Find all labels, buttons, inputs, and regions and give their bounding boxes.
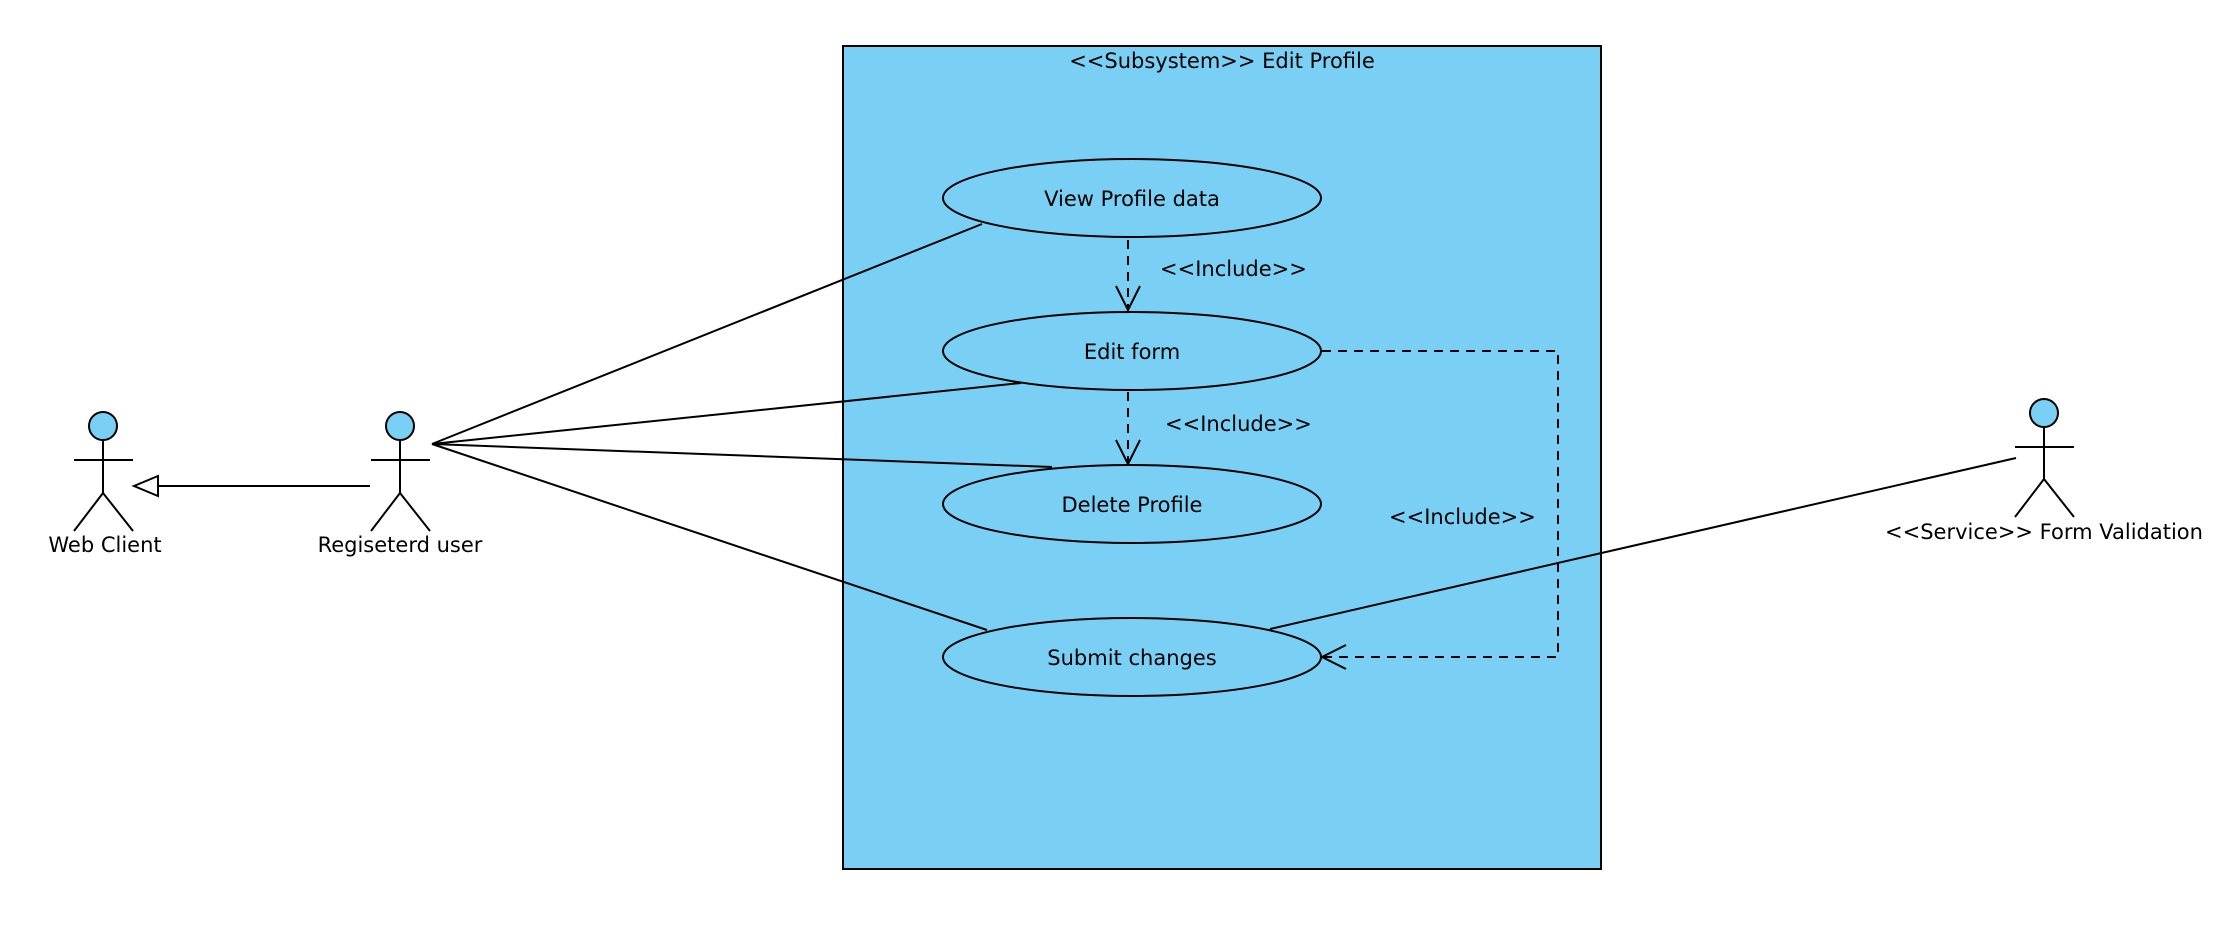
assoc-user-view-profile[interactable]: [431, 223, 983, 445]
actor-label: Web Client: [48, 533, 161, 557]
use-case-ellipse: [942, 311, 1322, 391]
actor-label: <<Service>> Form Validation: [1885, 520, 2203, 544]
assoc-user-submit-changes[interactable]: [431, 443, 988, 631]
generalization-arrowhead: [131, 474, 159, 498]
include-edit-to-delete[interactable]: <<Include>>: [1115, 392, 1312, 467]
generalization-edge[interactable]: [131, 474, 370, 498]
actor-form-validation[interactable]: <<Service>> Form Validation: [1885, 398, 2203, 544]
include-label: <<Include>>: [1165, 412, 1312, 436]
assoc-user-delete-profile[interactable]: [431, 443, 1053, 468]
stick-figure-icon: [370, 411, 431, 532]
use-case-ellipse: [942, 617, 1322, 697]
use-case-label: Submit changes: [1047, 646, 1216, 670]
actor-web-client[interactable]: Web Client: [48, 411, 162, 557]
actor-registered-user[interactable]: Regiseterd user: [318, 411, 483, 557]
actor-label: Regiseterd user: [318, 533, 483, 557]
use-case-ellipse: [942, 158, 1322, 238]
stick-figure-icon: [2014, 398, 2075, 518]
use-case-label: View Profile data: [1044, 187, 1220, 211]
include-label: <<Include>>: [1160, 257, 1307, 281]
include-line: [1322, 350, 1559, 658]
use-case-view-profile-data[interactable]: View Profile data: [942, 158, 1322, 238]
include-arrowhead: [1115, 285, 1141, 313]
include-label: <<Include>>: [1389, 505, 1536, 529]
use-case-delete-profile[interactable]: Delete Profile: [942, 464, 1322, 544]
use-case-label: Delete Profile: [1062, 493, 1203, 517]
include-view-to-edit[interactable]: <<Include>>: [1115, 240, 1307, 313]
use-case-submit-changes[interactable]: Submit changes: [942, 617, 1322, 697]
use-case-edit-form[interactable]: Edit form: [942, 311, 1322, 391]
include-edit-to-submit[interactable]: <<Include>>: [1319, 350, 1559, 670]
assoc-user-edit-form[interactable]: [431, 382, 1022, 445]
use-case-ellipse: [942, 464, 1322, 544]
subsystem-title: <<Subsystem>> Edit Profile: [1069, 49, 1375, 73]
association-edges: [431, 223, 2017, 631]
include-arrowhead: [1115, 439, 1141, 467]
stick-figure-icon: [73, 411, 134, 532]
use-case-label: Edit form: [1084, 340, 1180, 364]
assoc-validation-submit-changes[interactable]: [1269, 457, 2017, 630]
